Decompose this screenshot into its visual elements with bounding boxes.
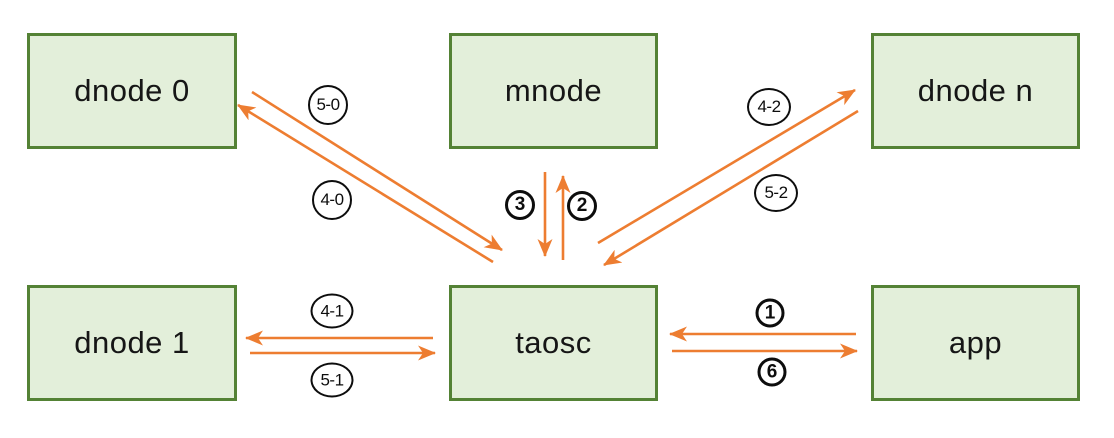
node-dnode-n-label: dnode n <box>917 73 1034 108</box>
node-mnode-label: mnode <box>504 73 603 108</box>
edge-label-3: 3 <box>505 190 535 220</box>
node-dnode-1-label: dnode 1 <box>74 325 190 360</box>
edge-label-5-1: 5-1 <box>310 362 354 398</box>
node-app: app <box>871 285 1080 401</box>
node-mnode: mnode <box>449 33 658 149</box>
node-taosc: taosc <box>449 285 658 401</box>
edge-label-5-0: 5-0 <box>308 85 348 125</box>
edge-label-4-1: 4-1 <box>310 293 354 329</box>
edge-label-1: 1 <box>755 298 785 328</box>
edge-label-4-2: 4-2 <box>747 88 791 126</box>
node-dnode-0-label: dnode 0 <box>74 73 190 108</box>
node-dnode-0: dnode 0 <box>27 33 237 149</box>
edge-label-6: 6 <box>757 357 787 387</box>
edge-label-4-0: 4-0 <box>312 180 352 220</box>
edge-label-5-2: 5-2 <box>754 174 798 212</box>
node-dnode-1: dnode 1 <box>27 285 237 401</box>
edge-label-2: 2 <box>567 191 597 221</box>
node-app-label: app <box>948 325 1003 360</box>
node-dnode-n: dnode n <box>871 33 1080 149</box>
node-taosc-label: taosc <box>515 325 592 360</box>
